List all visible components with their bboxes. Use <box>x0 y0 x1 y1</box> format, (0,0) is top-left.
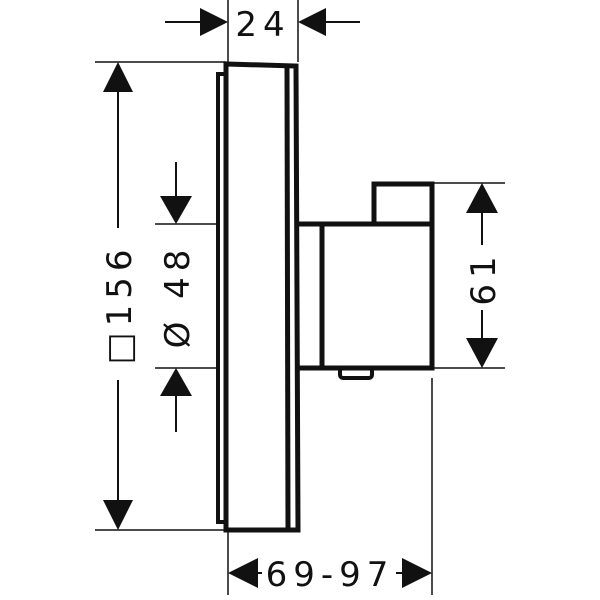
arrow-icon <box>103 62 133 92</box>
arrow-icon <box>160 196 192 224</box>
arrow-icon <box>298 8 326 36</box>
dim-61: 61 <box>464 250 504 305</box>
dim-24: 24 <box>235 5 290 45</box>
cover-plate <box>216 61 301 533</box>
dim-69-97: 69-97 <box>266 555 395 595</box>
dim-48: Ø 48 <box>158 244 198 349</box>
dimension-arrows <box>103 8 498 588</box>
arrow-icon <box>200 8 228 36</box>
dim-156: □156 <box>100 243 140 364</box>
valve-body <box>298 181 435 380</box>
extension-lines <box>95 0 505 595</box>
arrow-icon <box>402 558 432 588</box>
arrow-icon <box>228 558 258 588</box>
arrow-icon <box>160 368 192 396</box>
dimension-lines <box>117 21 483 574</box>
arrow-icon <box>103 500 133 530</box>
arrow-icon <box>466 183 498 213</box>
arrow-icon <box>466 338 498 368</box>
